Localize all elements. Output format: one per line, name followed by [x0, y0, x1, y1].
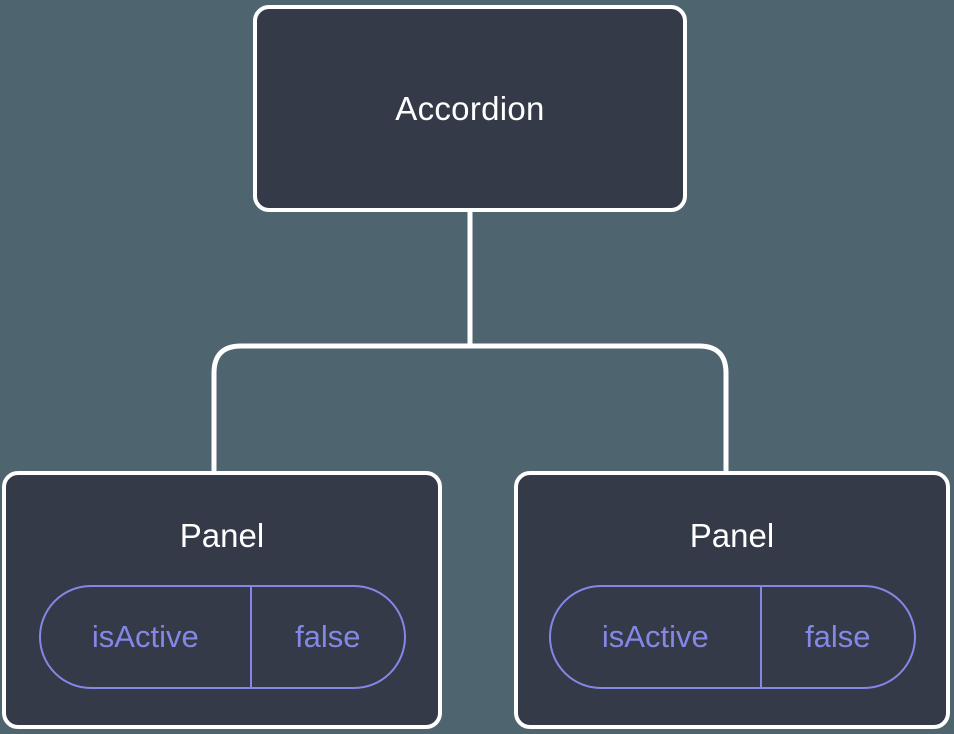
state-name: isActive	[41, 587, 253, 687]
panel-node-label: Panel	[689, 517, 775, 554]
state-name: isActive	[551, 587, 763, 687]
accordion-node-label: Accordion	[395, 89, 545, 127]
state-value: false	[295, 619, 361, 654]
panel-node-right: Panel isActive false	[514, 471, 950, 729]
state-value: false	[805, 619, 871, 654]
children-bracket-line	[211, 343, 729, 474]
panel-node-label: Panel	[179, 517, 265, 554]
panel-node-left: Panel isActive false	[2, 471, 442, 729]
accordion-node: Accordion	[253, 5, 687, 212]
state-pill: isActive false	[38, 585, 406, 689]
state-pill: isActive false	[548, 585, 916, 689]
